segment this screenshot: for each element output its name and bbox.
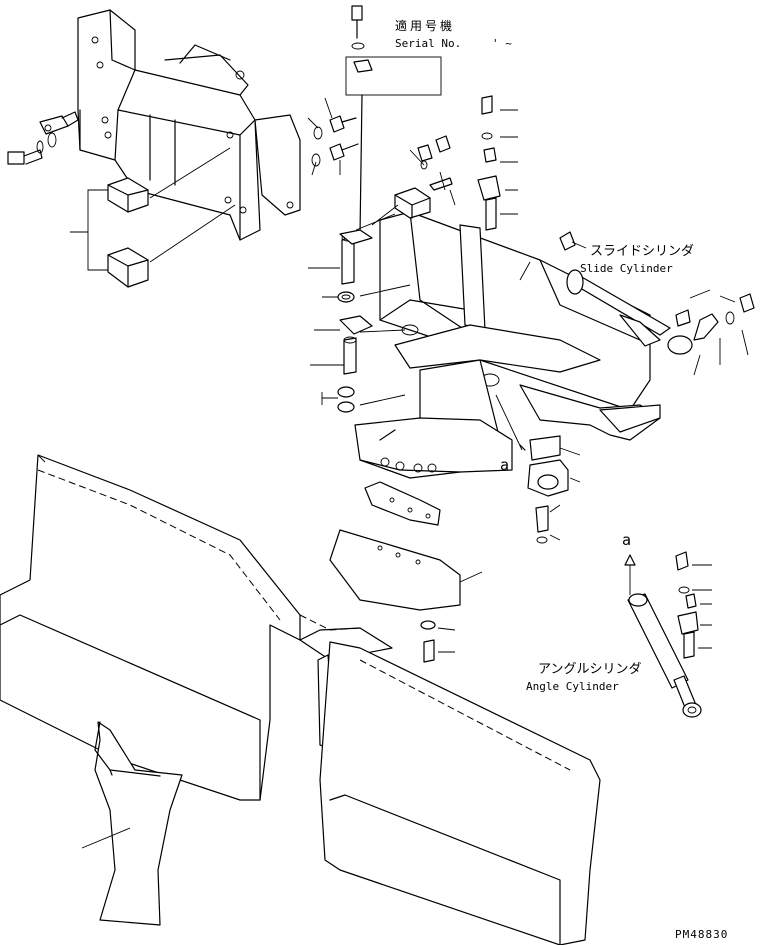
slide-cylinder-label-en: Slide Cylinder <box>580 262 673 275</box>
angle-cylinder-label-en: Angle Cylinder <box>526 680 619 693</box>
blade-center-bolt <box>420 620 456 663</box>
end-bit <box>81 721 183 926</box>
mounting-frame <box>77 9 301 241</box>
detail-reference: a <box>622 531 631 549</box>
slide-cylinder-label-jp: スライドシリンダ <box>590 244 694 259</box>
shim-plates <box>329 481 483 611</box>
angle-cylinder: a アングルシリンダ Angle Cylinder <box>526 531 712 718</box>
swing-frame <box>354 211 661 479</box>
frame-eye-bracket <box>39 111 79 135</box>
wear-pads <box>70 147 236 288</box>
serial-number-box: 適用号機 Serial No. ' ~ <box>345 5 512 236</box>
right-pin-group <box>477 95 518 231</box>
slide-cylinder-pin-set <box>675 289 755 376</box>
angle-cylinder-bracket-top: a <box>495 394 581 544</box>
serial-label-en: Serial No. <box>395 37 461 50</box>
drawing-number: PM48830 <box>675 928 728 941</box>
serial-range: ' ~ <box>492 37 512 50</box>
slide-cylinder: スライドシリンダ Slide Cylinder <box>519 231 694 355</box>
serial-label-jp: 適用号機 <box>395 18 455 33</box>
frame-side-bolts <box>307 97 359 176</box>
frame-bolt-left <box>7 132 57 165</box>
left-blade <box>0 454 301 801</box>
small-block-and-pin <box>371 135 456 226</box>
right-blade <box>319 641 601 945</box>
detail-callout: a <box>500 456 509 474</box>
angle-cylinder-label-jp: アングルシリンダ <box>538 662 641 677</box>
